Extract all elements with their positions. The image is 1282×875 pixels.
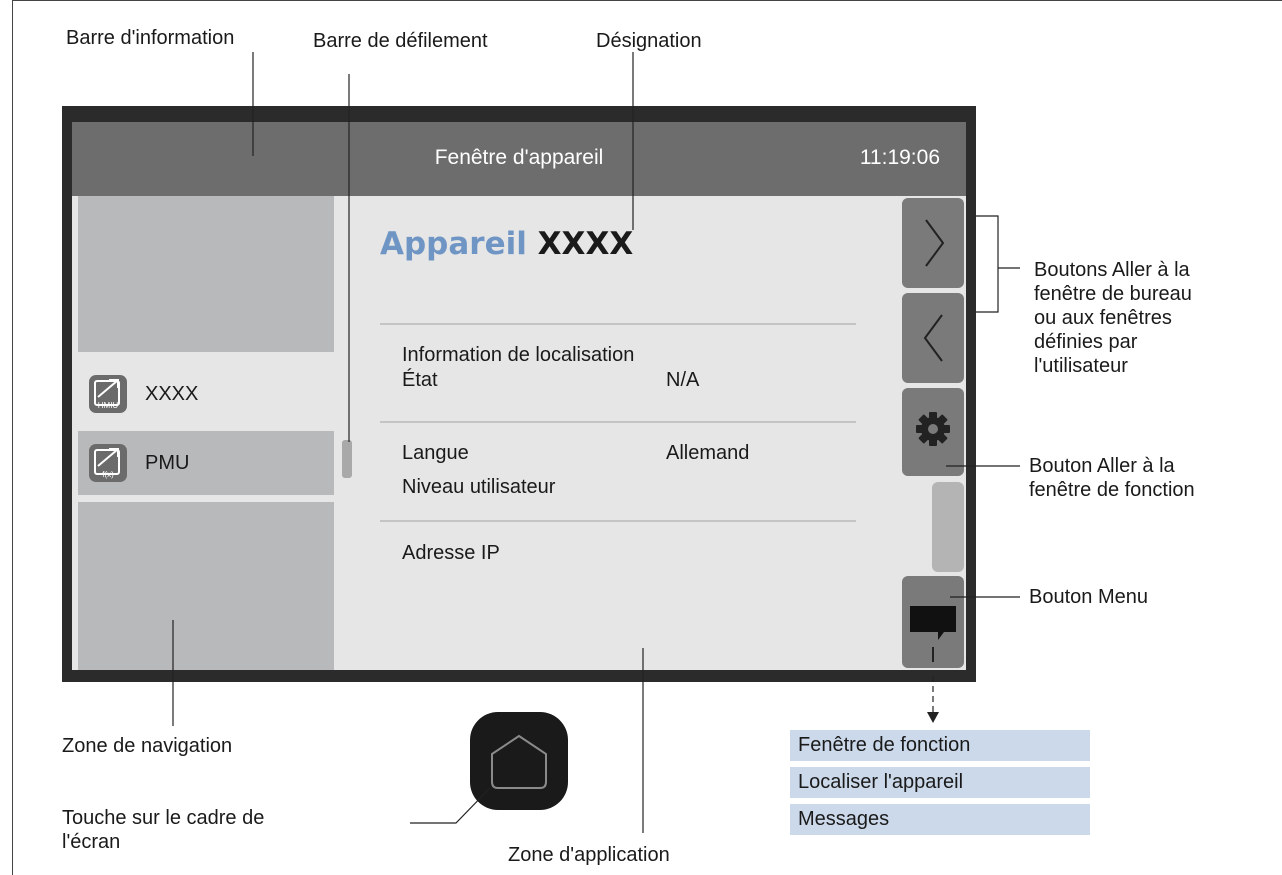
chevron-right-icon (925, 219, 945, 267)
state-value: N/A (666, 369, 700, 391)
callout-application-zone: Zone d'application (508, 844, 670, 866)
callout-frame-key: Touche sur le cadre de l'écran (62, 807, 265, 853)
callout-info-bar: Barre d'information (66, 27, 235, 49)
figure-border-left (12, 0, 13, 875)
function-icon: f(x) (89, 444, 127, 482)
application-zone (334, 196, 904, 670)
hmiu-icon: HMIU (89, 375, 127, 413)
info-bar (72, 122, 966, 196)
menu-item-locate-device[interactable]: Localiser l'appareil (790, 767, 1090, 798)
heading-device-word: Appareil (380, 226, 527, 262)
nav-item-pmu-label: PMU (145, 451, 190, 474)
ip-address-label: Adresse IP (402, 542, 500, 564)
home-key[interactable] (470, 712, 568, 810)
nav-empty-top (78, 196, 336, 352)
nav-empty-bottom (78, 502, 336, 670)
callout-navigation-zone: Zone de navigation (62, 735, 233, 757)
previous-window-button[interactable] (902, 293, 964, 383)
home-icon (491, 734, 547, 789)
gear-icon (916, 412, 950, 446)
state-label: État (402, 369, 438, 391)
nav-item-device-label: XXXX (145, 382, 199, 405)
separator (380, 520, 856, 522)
figure-border-top (12, 0, 1282, 1)
navigation-zone: HMIU XXXX f(x) PMU (75, 196, 339, 670)
heading-device-name: XXXX (537, 226, 634, 262)
device-heading: Appareil XXXX (380, 226, 633, 262)
separator (380, 323, 856, 325)
callout-scroll-bar: Barre de défilement (313, 30, 488, 52)
window-title: Fenêtre d'appareil (434, 146, 604, 169)
separator (380, 421, 856, 423)
device-screen: Fenêtre d'appareil 11:19:06 HMIU XXXX (72, 122, 966, 670)
chevron-left-icon (923, 314, 943, 362)
callout-designation: Désignation (596, 30, 702, 52)
nav-item-device[interactable]: HMIU XXXX (78, 362, 336, 426)
language-value: Allemand (666, 442, 750, 464)
menu-item-function-window[interactable]: Fenêtre de fonction (790, 730, 1090, 761)
speech-bubble-icon (910, 606, 956, 640)
location-info-label: Information de localisation (402, 344, 635, 366)
callout-function-button: Bouton Aller à la fenêtre de fonction (1029, 455, 1195, 501)
next-window-button[interactable] (902, 198, 964, 288)
callout-menu-button: Bouton Menu (1029, 586, 1148, 608)
nav-item-pmu[interactable]: f(x) PMU (78, 431, 336, 495)
clock: 11:19:06 (859, 146, 940, 169)
user-level-label: Niveau utilisateur (402, 476, 556, 498)
empty-side-slot (932, 482, 964, 572)
language-label: Langue (402, 442, 469, 464)
callout-desktop-buttons: Boutons Aller à la fenêtre de bureau ou … (1034, 259, 1192, 377)
function-window-button[interactable] (902, 388, 964, 476)
scrollbar-thumb[interactable] (342, 440, 352, 478)
menu-item-messages[interactable]: Messages (790, 804, 1090, 835)
